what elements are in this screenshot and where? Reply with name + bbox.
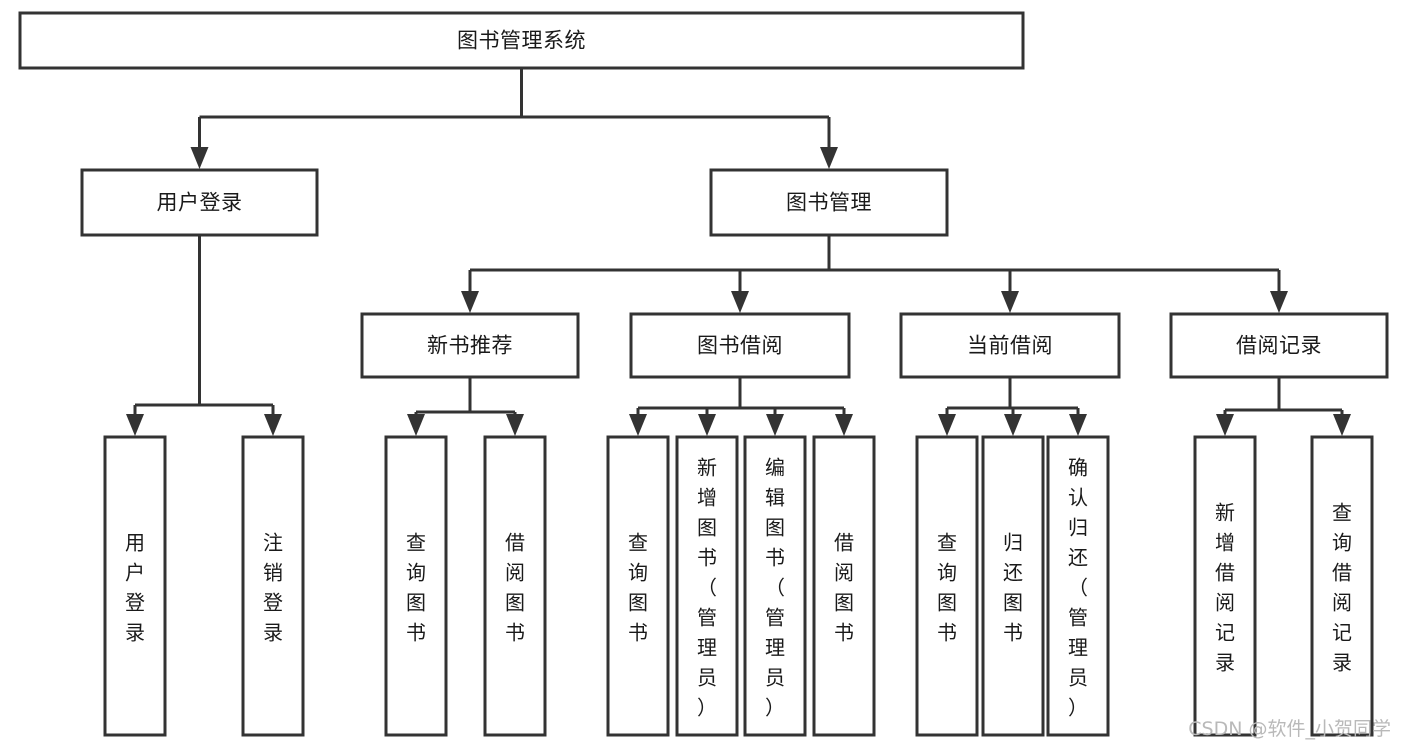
node-layer: 图书管理系统用户登录图书管理新书推荐图书借阅当前借阅借阅记录用户登录注销登录查询… xyxy=(18,11,1389,737)
node-box[interactable] xyxy=(606,435,670,737)
node-label: 确认归还（管理员） xyxy=(1068,455,1088,719)
node-leaf-query-book-2[interactable]: 查询图书 xyxy=(606,435,670,737)
node-box[interactable] xyxy=(981,435,1045,737)
node-label: 编辑图书（管理员） xyxy=(765,455,785,719)
node-label: 归还图书 xyxy=(1003,530,1023,644)
node-box[interactable] xyxy=(360,312,580,379)
node-label: 查询借阅记录 xyxy=(1332,500,1352,674)
arrow-head-icon xyxy=(126,414,144,436)
node-label: 借阅图书 xyxy=(834,530,854,644)
node-label: 查询图书 xyxy=(628,530,648,644)
arrow-head-icon xyxy=(1216,414,1234,436)
arrow-head-icon xyxy=(938,414,956,436)
node-label: 用户登录 xyxy=(157,191,243,215)
node-box[interactable] xyxy=(1310,435,1374,737)
node-current-borrow[interactable]: 当前借阅 xyxy=(899,312,1121,379)
node-box[interactable] xyxy=(899,312,1121,379)
node-label: 图书管理 xyxy=(786,191,872,215)
node-leaf-add-book[interactable]: 新增图书（管理员） xyxy=(675,435,739,737)
node-box[interactable] xyxy=(629,312,851,379)
node-label: 新增借阅记录 xyxy=(1215,500,1235,674)
arrow-head-icon xyxy=(1333,414,1351,436)
arrow-head-icon xyxy=(1069,414,1087,436)
arrow-head-icon xyxy=(629,414,647,436)
connector-group xyxy=(938,377,1087,436)
arrow-head-icon xyxy=(820,147,838,169)
node-leaf-add-record[interactable]: 新增借阅记录 xyxy=(1193,435,1257,737)
connector-group xyxy=(461,235,1288,313)
node-box[interactable] xyxy=(1169,312,1389,379)
arrow-head-icon xyxy=(731,291,749,313)
node-label: 新书推荐 xyxy=(427,334,513,358)
node-root[interactable]: 图书管理系统 xyxy=(18,11,1025,70)
arrow-head-icon xyxy=(1004,414,1022,436)
node-label: 图书管理系统 xyxy=(457,29,586,53)
node-book-borrow[interactable]: 图书借阅 xyxy=(629,312,851,379)
connector-group xyxy=(629,377,853,436)
node-label: 注销登录 xyxy=(263,530,283,644)
node-label: 用户登录 xyxy=(125,530,145,644)
node-box[interactable] xyxy=(384,435,448,737)
node-label: 借阅图书 xyxy=(505,530,525,644)
connector-group xyxy=(126,235,282,436)
node-leaf-return-book[interactable]: 归还图书 xyxy=(981,435,1045,737)
node-label: 当前借阅 xyxy=(967,334,1053,358)
connector-group xyxy=(1216,377,1351,436)
arrow-head-icon xyxy=(766,414,784,436)
node-box[interactable] xyxy=(675,435,739,737)
node-label: 借阅记录 xyxy=(1236,334,1322,358)
arrow-head-icon xyxy=(190,147,209,169)
node-box[interactable] xyxy=(18,11,1025,70)
node-box[interactable] xyxy=(1046,435,1110,737)
node-leaf-borrow-book-2[interactable]: 借阅图书 xyxy=(812,435,876,737)
connector-layer xyxy=(126,68,1351,436)
node-leaf-borrow-book-1[interactable]: 借阅图书 xyxy=(483,435,547,737)
node-leaf-edit-book[interactable]: 编辑图书（管理员） xyxy=(743,435,807,737)
arrow-head-icon xyxy=(1001,291,1019,313)
connector-group xyxy=(190,68,838,169)
node-box[interactable] xyxy=(241,435,305,737)
node-leaf-confirm-return[interactable]: 确认归还（管理员） xyxy=(1046,435,1110,737)
connector-group xyxy=(407,377,524,436)
node-book-manage[interactable]: 图书管理 xyxy=(709,168,949,237)
node-box[interactable] xyxy=(915,435,979,737)
node-leaf-query-book-3[interactable]: 查询图书 xyxy=(915,435,979,737)
node-user-login[interactable]: 用户登录 xyxy=(80,168,319,237)
node-box[interactable] xyxy=(103,435,167,737)
node-label: 查询图书 xyxy=(406,530,426,644)
node-leaf-user-login[interactable]: 用户登录 xyxy=(103,435,167,737)
node-leaf-query-record[interactable]: 查询借阅记录 xyxy=(1310,435,1374,737)
arrow-head-icon xyxy=(835,414,853,436)
node-new-book-rec[interactable]: 新书推荐 xyxy=(360,312,580,379)
node-box[interactable] xyxy=(483,435,547,737)
node-box[interactable] xyxy=(743,435,807,737)
node-borrow-record[interactable]: 借阅记录 xyxy=(1169,312,1389,379)
arrow-head-icon xyxy=(698,414,716,436)
arrow-head-icon xyxy=(506,414,524,436)
arrow-head-icon xyxy=(461,291,479,313)
node-label: 查询图书 xyxy=(937,530,957,644)
node-label: 图书借阅 xyxy=(697,334,783,358)
node-label: 新增图书（管理员） xyxy=(697,455,717,719)
node-box[interactable] xyxy=(812,435,876,737)
arrow-head-icon xyxy=(264,414,282,436)
node-leaf-logout[interactable]: 注销登录 xyxy=(241,435,305,737)
arrow-head-icon xyxy=(407,414,425,436)
node-box[interactable] xyxy=(1193,435,1257,737)
node-leaf-query-book-1[interactable]: 查询图书 xyxy=(384,435,448,737)
node-box[interactable] xyxy=(709,168,949,237)
node-box[interactable] xyxy=(80,168,319,237)
arrow-head-icon xyxy=(1270,291,1288,313)
